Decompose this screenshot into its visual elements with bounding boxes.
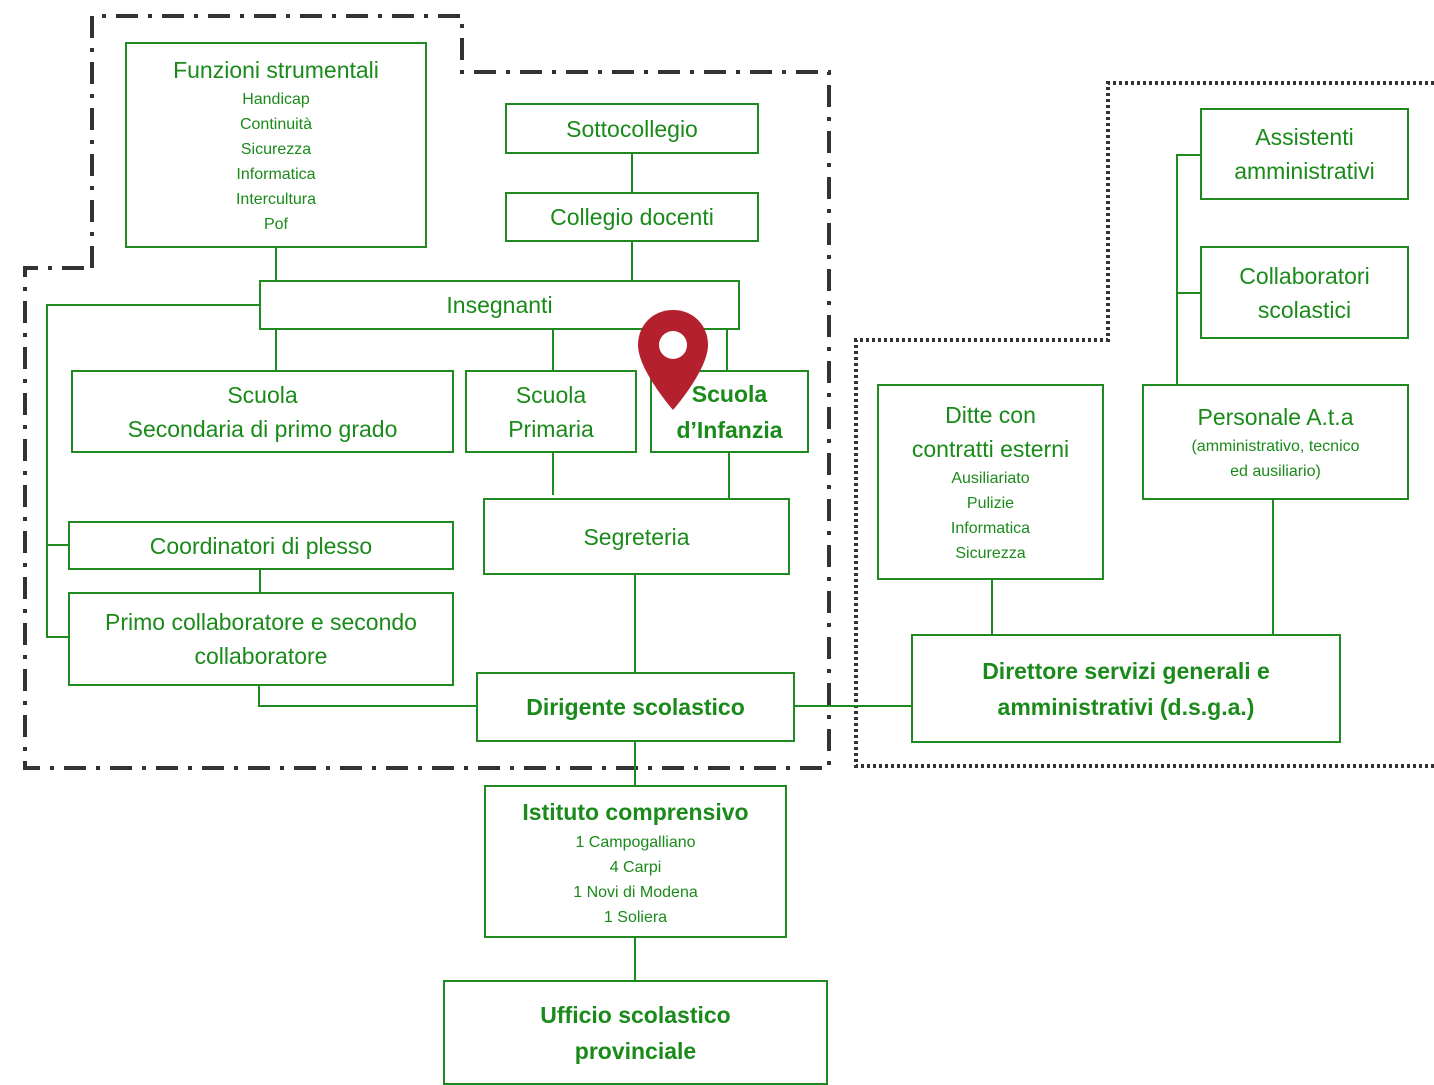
funzioni-strumentali-title: Funzioni strumentali [173, 57, 379, 83]
funzioni-item: Pof [263, 216, 288, 233]
scuola-primaria-label: Scuola Primaria [508, 381, 594, 442]
dirigente-label: Dirigente scolastico [526, 694, 745, 720]
admin-region-border [854, 81, 1434, 768]
ditte-item: Ausiliariato [951, 470, 1030, 487]
assistenti-label: Assistenti amministrativi [1234, 124, 1375, 184]
scuola-secondaria-box: Scuola Secondaria di primo grado [71, 370, 454, 453]
dsga-label: Direttore servizi generali e amministrat… [982, 657, 1270, 720]
collaboratore-label: Primo collaboratore e secondo collaborat… [105, 609, 417, 669]
ufficio-label: Ufficio scolastico provinciale [540, 1001, 731, 1064]
istituto-title: Istituto comprensivo [522, 798, 749, 825]
ditte-item: Pulizie [966, 495, 1015, 512]
collaboratori-scolastici-label: Collaboratori scolastici [1239, 262, 1370, 323]
istituto-item: 1 Novi di Modena [573, 883, 698, 901]
funzioni-strumentali-box: Funzioni strumentali Handicap Continuità… [125, 42, 427, 248]
dirigente-box: Dirigente scolastico [476, 672, 795, 742]
istituto-item: 4 Carpi [609, 858, 662, 876]
collaboratori-scolastici-box: Collaboratori scolastici [1200, 246, 1409, 339]
map-pin-icon [638, 310, 708, 410]
funzioni-item: Intercultura [235, 191, 317, 208]
collegio-docenti-box: Collegio docenti [505, 192, 759, 242]
scuola-infanzia-label: Scuola d’Infanzia [676, 380, 783, 443]
insegnanti-label: Insegnanti [446, 292, 553, 318]
personale-ata-title: Personale A.t.a [1197, 404, 1354, 430]
istituto-item: 1 Soliera [603, 908, 668, 926]
segreteria-label: Segreteria [583, 523, 690, 550]
ditte-box: Ditte con contratti esterni Ausiliariato… [877, 384, 1104, 580]
segreteria-box: Segreteria [483, 498, 790, 575]
funzioni-item: Sicurezza [240, 141, 312, 158]
assistenti-box: Assistenti amministrativi [1200, 108, 1409, 200]
collaboratore-box: Primo collaboratore e secondo collaborat… [68, 592, 454, 686]
collegio-docenti-label: Collegio docenti [550, 204, 714, 230]
ufficio-box: Ufficio scolastico provinciale [443, 980, 828, 1085]
scuola-primaria-box: Scuola Primaria [465, 370, 637, 453]
sottocollegio-label: Sottocollegio [566, 115, 698, 142]
school-region-border [23, 14, 831, 770]
coordinatori-box: Coordinatori di plesso [68, 521, 454, 570]
dsga-box: Direttore servizi generali e amministrat… [911, 634, 1341, 743]
sottocollegio-box: Sottocollegio [505, 103, 759, 154]
ditte-item: Sicurezza [955, 545, 1026, 562]
coordinatori-label: Coordinatori di plesso [149, 532, 373, 559]
personale-ata-subtitle: (amministrativo, tecnico ed ausiliario) [1191, 438, 1360, 480]
personale-ata-box: Personale A.t.a (amministrativo, tecnico… [1142, 384, 1409, 500]
funzioni-item: Informatica [236, 166, 316, 183]
istituto-item: 1 Campogalliano [575, 833, 696, 851]
funzioni-item: Handicap [242, 91, 310, 108]
scuola-secondaria-label: Scuola Secondaria di primo grado [127, 381, 398, 442]
istituto-box: Istituto comprensivo 1 Campogalliano 4 C… [484, 785, 787, 938]
funzioni-item: Continuità [239, 116, 313, 133]
ditte-item: Informatica [950, 520, 1031, 537]
ditte-title: Ditte con contratti esterni [911, 402, 1070, 462]
